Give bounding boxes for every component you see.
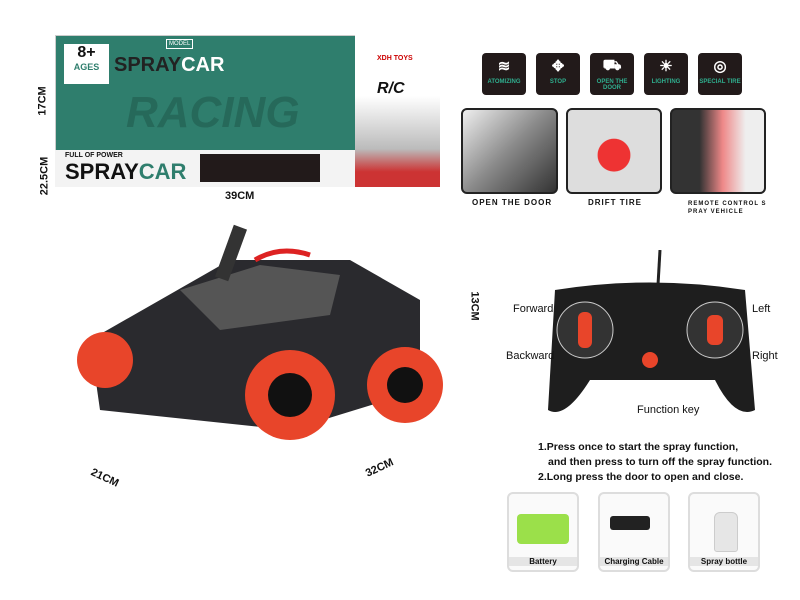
- accessory-label: Charging Cable: [600, 557, 668, 566]
- rc-car-image: [77, 224, 443, 440]
- feature-label: SPECIAL TIRE: [699, 79, 741, 85]
- model-tag: MODEL: [166, 39, 194, 49]
- accessory-charging-cable: Charging Cable: [598, 492, 670, 572]
- battery-icon: [517, 514, 569, 544]
- feature-label: ATOMIZING: [487, 79, 521, 85]
- bulb-icon: ☀: [659, 58, 673, 75]
- car-height-label: 13CM: [468, 291, 481, 321]
- tire-icon: ◎: [713, 58, 727, 75]
- feature-label: STOP: [549, 79, 567, 85]
- feature-open-door: ⛟ OPEN THE DOOR: [590, 53, 634, 95]
- box-depth-label: 22.5CM: [38, 156, 51, 196]
- photo-open-door: [461, 108, 558, 194]
- feature-label: OPEN THE DOOR: [596, 79, 628, 91]
- instructions: 1.Press once to start the spray function…: [538, 440, 772, 485]
- car-title: CAR: [138, 159, 187, 184]
- accessory-spray-bottle: Spray bottle: [688, 492, 760, 572]
- spray-icon: ≋: [497, 58, 511, 75]
- caption-drift-tire: DRIFT TIRE: [588, 198, 642, 207]
- box-width-label: 39CM: [225, 190, 255, 202]
- feature-label: LIGHTING: [651, 79, 681, 85]
- box-bottom-panel: FULL OF POWER SPRAYCAR: [55, 150, 355, 187]
- feature-atomizing: ≋ ATOMIZING: [482, 53, 526, 95]
- arrows-icon: ✥: [551, 58, 565, 75]
- photo-drift-tire: [566, 108, 662, 194]
- label-left: Left: [752, 303, 771, 315]
- box-side-panel: XDH TOYS R/C: [355, 35, 440, 187]
- feature-lighting: ☀ LIGHTING: [644, 53, 688, 95]
- brand-logo: XDH TOYS: [377, 55, 413, 62]
- age-badge: 8+ AGES: [64, 44, 109, 84]
- instruction-line: and then press to turn off the spray fun…: [548, 456, 773, 468]
- accessory-label: Battery: [509, 557, 577, 566]
- caption-open-door: OPEN THE DOOR: [472, 198, 553, 207]
- label-function-key: Function key: [637, 404, 700, 416]
- label-backward: Backward: [506, 350, 555, 362]
- bottle-icon: [714, 512, 738, 552]
- racing-watermark: RACING: [126, 88, 300, 137]
- feature-stop: ✥ STOP: [536, 53, 580, 95]
- instruction-line: 2.Long press the door to open and close.: [538, 471, 744, 483]
- feature-special-tire: ◎ SPECIAL TIRE: [698, 53, 742, 95]
- instruction-line: 1.Press once to start the spray function…: [538, 441, 739, 453]
- accessory-label: Spray bottle: [690, 557, 758, 566]
- caption-spray-vehicle: REMOTE CONTROL S PRAY VEHICLE: [688, 201, 767, 215]
- feature-strip: [200, 154, 320, 182]
- spray-title: SPRAY: [65, 159, 139, 184]
- label-right: Right: [752, 350, 778, 362]
- cable-icon: [610, 516, 650, 530]
- accessory-battery: Battery: [507, 492, 579, 572]
- remote-control-image: [548, 250, 755, 412]
- tagline: FULL OF POWER: [65, 152, 123, 159]
- age-label: AGES: [73, 62, 100, 72]
- photo-spray: [670, 108, 766, 194]
- box-height-label: 17CM: [36, 86, 49, 116]
- car-door-icon: ⛟: [602, 57, 622, 74]
- age: 8+: [77, 44, 96, 61]
- box-title-b: CAR: [181, 54, 225, 76]
- box-title-a: SPRAY: [114, 54, 182, 76]
- label-forward: Forward: [513, 303, 554, 315]
- rc-logo: R/C: [377, 80, 405, 97]
